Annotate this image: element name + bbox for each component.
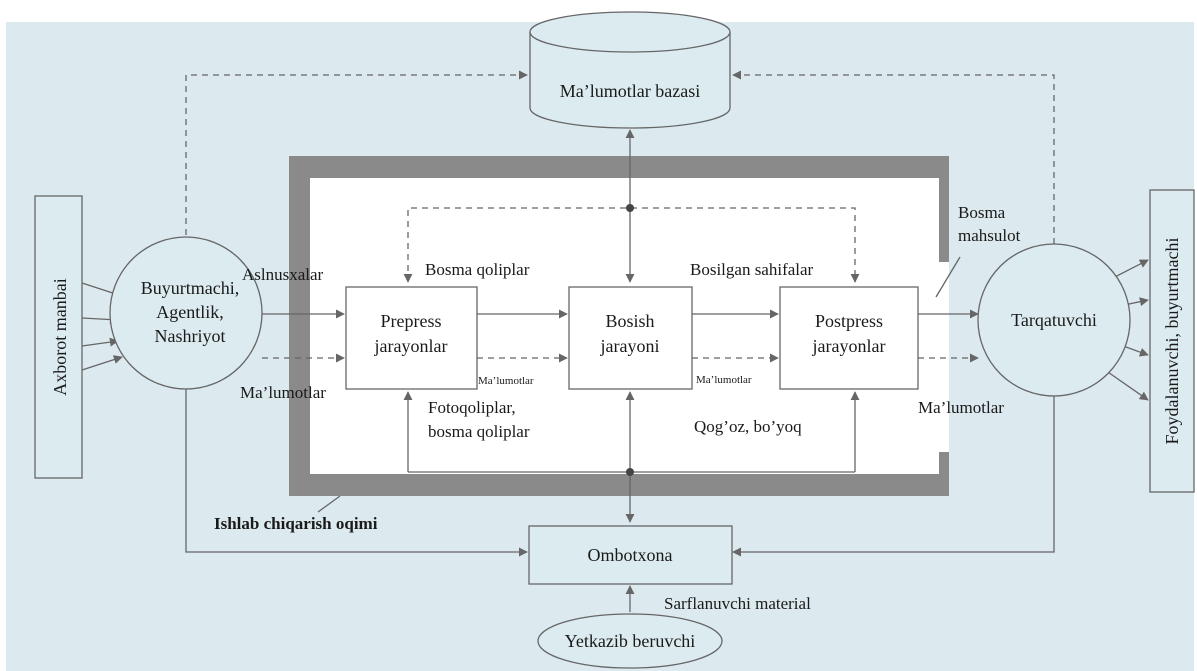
distributor-node: Tarqatuvchi bbox=[977, 243, 1131, 397]
supplier-label: Yetkazib beruvchi bbox=[565, 631, 696, 651]
junction-dot-bottom bbox=[626, 468, 634, 476]
postpress-node: Postpress jarayonlar bbox=[779, 286, 919, 390]
printed-sheets-label: Bosilgan sahifalar bbox=[690, 260, 814, 279]
prepress-node: Prepress jarayonlar bbox=[345, 286, 478, 390]
customer-label-line-1: Buyurtmachi, bbox=[141, 278, 239, 298]
customer-label-line-2: Agentlik, bbox=[156, 302, 224, 322]
plates-label: Bosma qoliplar bbox=[425, 260, 530, 279]
distributor-label: Tarqatuvchi bbox=[1011, 310, 1097, 330]
warehouse-distributor-arrow bbox=[732, 375, 1059, 557]
product-label-line-1: Bosma bbox=[958, 203, 1006, 222]
consumables-label: Sarflanuvchi material bbox=[664, 594, 811, 613]
postpress-label-line-2: jarayonlar bbox=[812, 336, 886, 356]
flow-leader-line bbox=[317, 495, 341, 513]
originals-label: Aslnusxalar bbox=[242, 265, 324, 284]
dashed-customer-database-arrow bbox=[181, 70, 528, 254]
prepress-label-line-1: Prepress bbox=[381, 311, 442, 331]
junction-dot-top bbox=[626, 204, 634, 212]
consumer-label: Foydalanuvchi, buyurtmachi bbox=[1162, 238, 1182, 445]
connectors bbox=[81, 70, 1149, 612]
supplier-node: Yetkazib beruvchi bbox=[537, 613, 723, 669]
consumer-node: Foydalanuvchi, buyurtmachi bbox=[1149, 189, 1195, 493]
source-arrow-3 bbox=[81, 337, 119, 347]
source-label: Axborot manbai bbox=[50, 278, 70, 395]
product-leader-line bbox=[935, 256, 961, 298]
source-node: Axborot manbai bbox=[34, 195, 83, 479]
photo-forms-label-line-2: bosma qoliplar bbox=[428, 422, 530, 441]
paper-ink-label: Qog’oz, bo’yoq bbox=[694, 417, 802, 436]
printing-node: Bosish jarayoni bbox=[568, 286, 693, 390]
postpress-label-line-1: Postpress bbox=[815, 311, 883, 331]
printing-label-line-1: Bosish bbox=[605, 311, 654, 331]
prepress-label-line-2: jarayonlar bbox=[374, 336, 448, 356]
database-label: Ma’lumotlar bazasi bbox=[560, 81, 700, 101]
source-arrow-4 bbox=[81, 355, 123, 371]
warehouse-label: Ombotxona bbox=[588, 545, 673, 565]
printing-label-line-2: jarayoni bbox=[600, 336, 660, 356]
dashed-database-distributor-arrow bbox=[732, 70, 1059, 265]
data-small-label-2: Ma’lumotlar bbox=[696, 374, 752, 386]
data-left-label: Ma’lumotlar bbox=[240, 383, 326, 402]
data-small-label-1: Ma’lumotlar bbox=[478, 375, 534, 387]
warehouse-node: Ombotxona bbox=[528, 525, 733, 585]
photo-forms-label-line-1: Fotoqoliplar, bbox=[428, 398, 516, 417]
data-right-label: Ma’lumotlar bbox=[918, 398, 1004, 417]
flow-label: Ishlab chiqarish oqimi bbox=[214, 514, 378, 533]
customer-label-line-3: Nashriyot bbox=[155, 326, 226, 346]
database-node: Ma’lumotlar bazasi bbox=[529, 11, 731, 129]
customer-warehouse-arrow bbox=[181, 361, 528, 557]
product-label-line-2: mahsulot bbox=[958, 226, 1021, 245]
consumer-arrow-4 bbox=[1104, 369, 1149, 401]
customer-node: Buyurtmachi, Agentlik, Nashriyot bbox=[109, 236, 263, 390]
